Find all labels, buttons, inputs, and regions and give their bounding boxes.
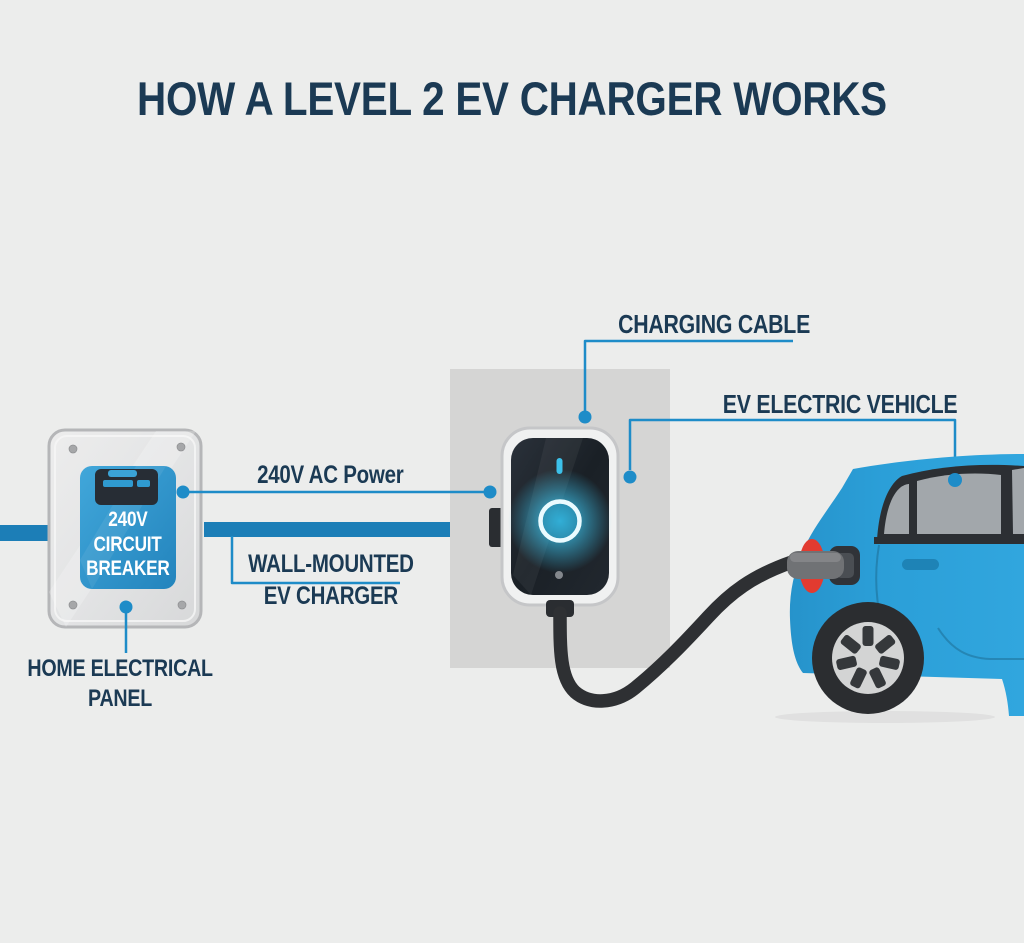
label-240v-ac-power: 240V AC Power [256, 461, 404, 489]
ev-charger-graphic [489, 426, 620, 617]
charger-power-tick [556, 458, 563, 474]
car-wheel [812, 602, 924, 714]
car-beltline-trim [874, 537, 1024, 544]
leader-dot [948, 473, 962, 487]
leader-charging-cable [583, 339, 793, 411]
panel-screw [177, 600, 187, 610]
car-rear-quarter-window [884, 484, 909, 534]
label-charging-cable: CHARGING CABLE [617, 309, 810, 339]
car-front-window-sliver [1012, 468, 1024, 534]
car-rear-window [917, 473, 1001, 534]
charger-conduit-connector [489, 508, 504, 547]
leader-dot [176, 485, 190, 499]
page-title: HOW A LEVEL 2 EV CHARGER WORKS [137, 72, 887, 125]
conduit-left-segment [0, 525, 52, 541]
label-240v-circuit-breaker: 240V CIRCUIT BREAKER [86, 508, 170, 581]
conduit-240v-line [204, 522, 494, 537]
label-home-electrical-panel: HOME ELECTRICAL PANEL [27, 655, 213, 713]
label-wall-mounted-ev-charger: WALL-MOUNTED EV CHARGER [248, 550, 414, 610]
leader-wall-mounted [230, 536, 400, 585]
charger-glow [508, 469, 612, 573]
car-front-seam [937, 627, 1024, 660]
charging-cable-graphic [553, 555, 799, 708]
label-ev-electric-vehicle: EV ELECTRIC VEHICLE [722, 389, 958, 419]
leader-ev-vehicle [628, 418, 957, 472]
panel-screw [68, 600, 78, 610]
leader-dot [483, 485, 497, 499]
leader-dot [119, 600, 133, 614]
leader-dot [623, 470, 637, 484]
car-shadow [775, 711, 995, 723]
home-electrical-panel-graphic [47, 428, 203, 629]
charger-ring-indicator [538, 499, 582, 543]
charger-status-dot [555, 571, 563, 579]
leader-dot [578, 410, 592, 424]
panel-screw [176, 442, 186, 452]
panel-screw [68, 444, 78, 454]
car-door-handle [902, 559, 939, 570]
charging-plug [787, 551, 844, 579]
